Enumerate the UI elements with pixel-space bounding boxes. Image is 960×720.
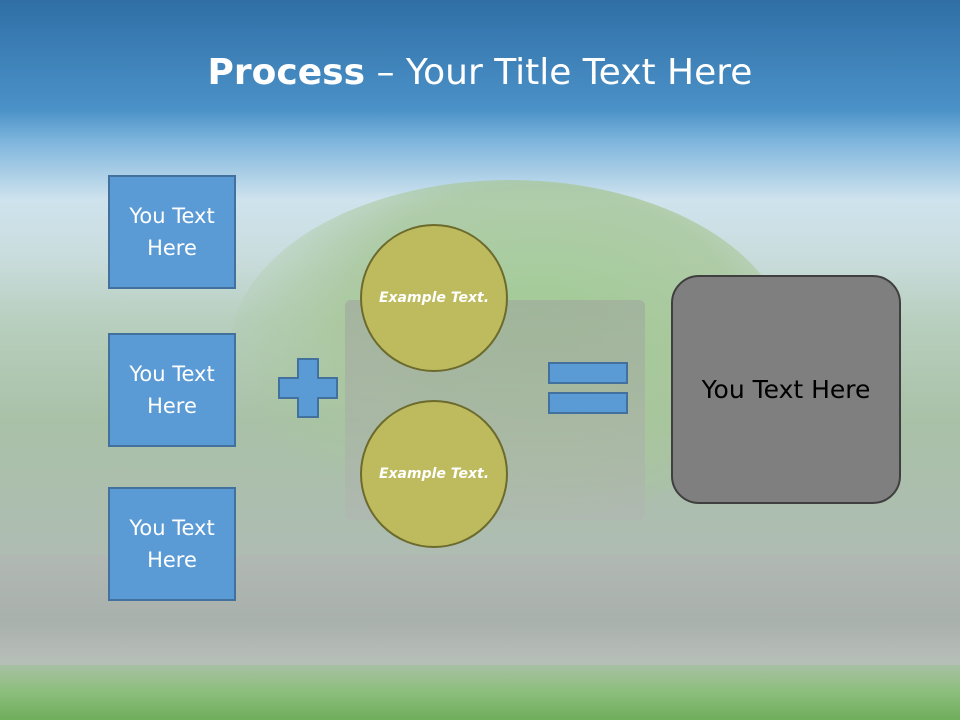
text-box-2: You Text Here <box>108 333 236 447</box>
text-box-2-label: You Text Here <box>129 362 215 418</box>
text-box-3: You Text Here <box>108 487 236 601</box>
result-box-label: You Text Here <box>701 375 871 404</box>
text-box-3-label: You Text Here <box>129 516 215 572</box>
text-box-1-label: You Text Here <box>129 204 215 260</box>
equals-icon <box>548 362 628 414</box>
example-circle-2-label: Example Text. <box>378 465 490 482</box>
text-box-1: You Text Here <box>108 175 236 289</box>
slide-title: Process – Your Title Text Here <box>0 52 960 93</box>
result-box: You Text Here <box>671 275 901 504</box>
example-circle-1-label: Example Text. <box>378 289 490 306</box>
example-circle-2: Example Text. <box>360 400 508 548</box>
plus-icon <box>278 358 338 418</box>
title-bold: Process <box>207 52 366 93</box>
title-bar: Process – Your Title Text Here <box>0 0 960 150</box>
title-rest: – Your Title Text Here <box>365 52 753 93</box>
example-circle-1: Example Text. <box>360 224 508 372</box>
